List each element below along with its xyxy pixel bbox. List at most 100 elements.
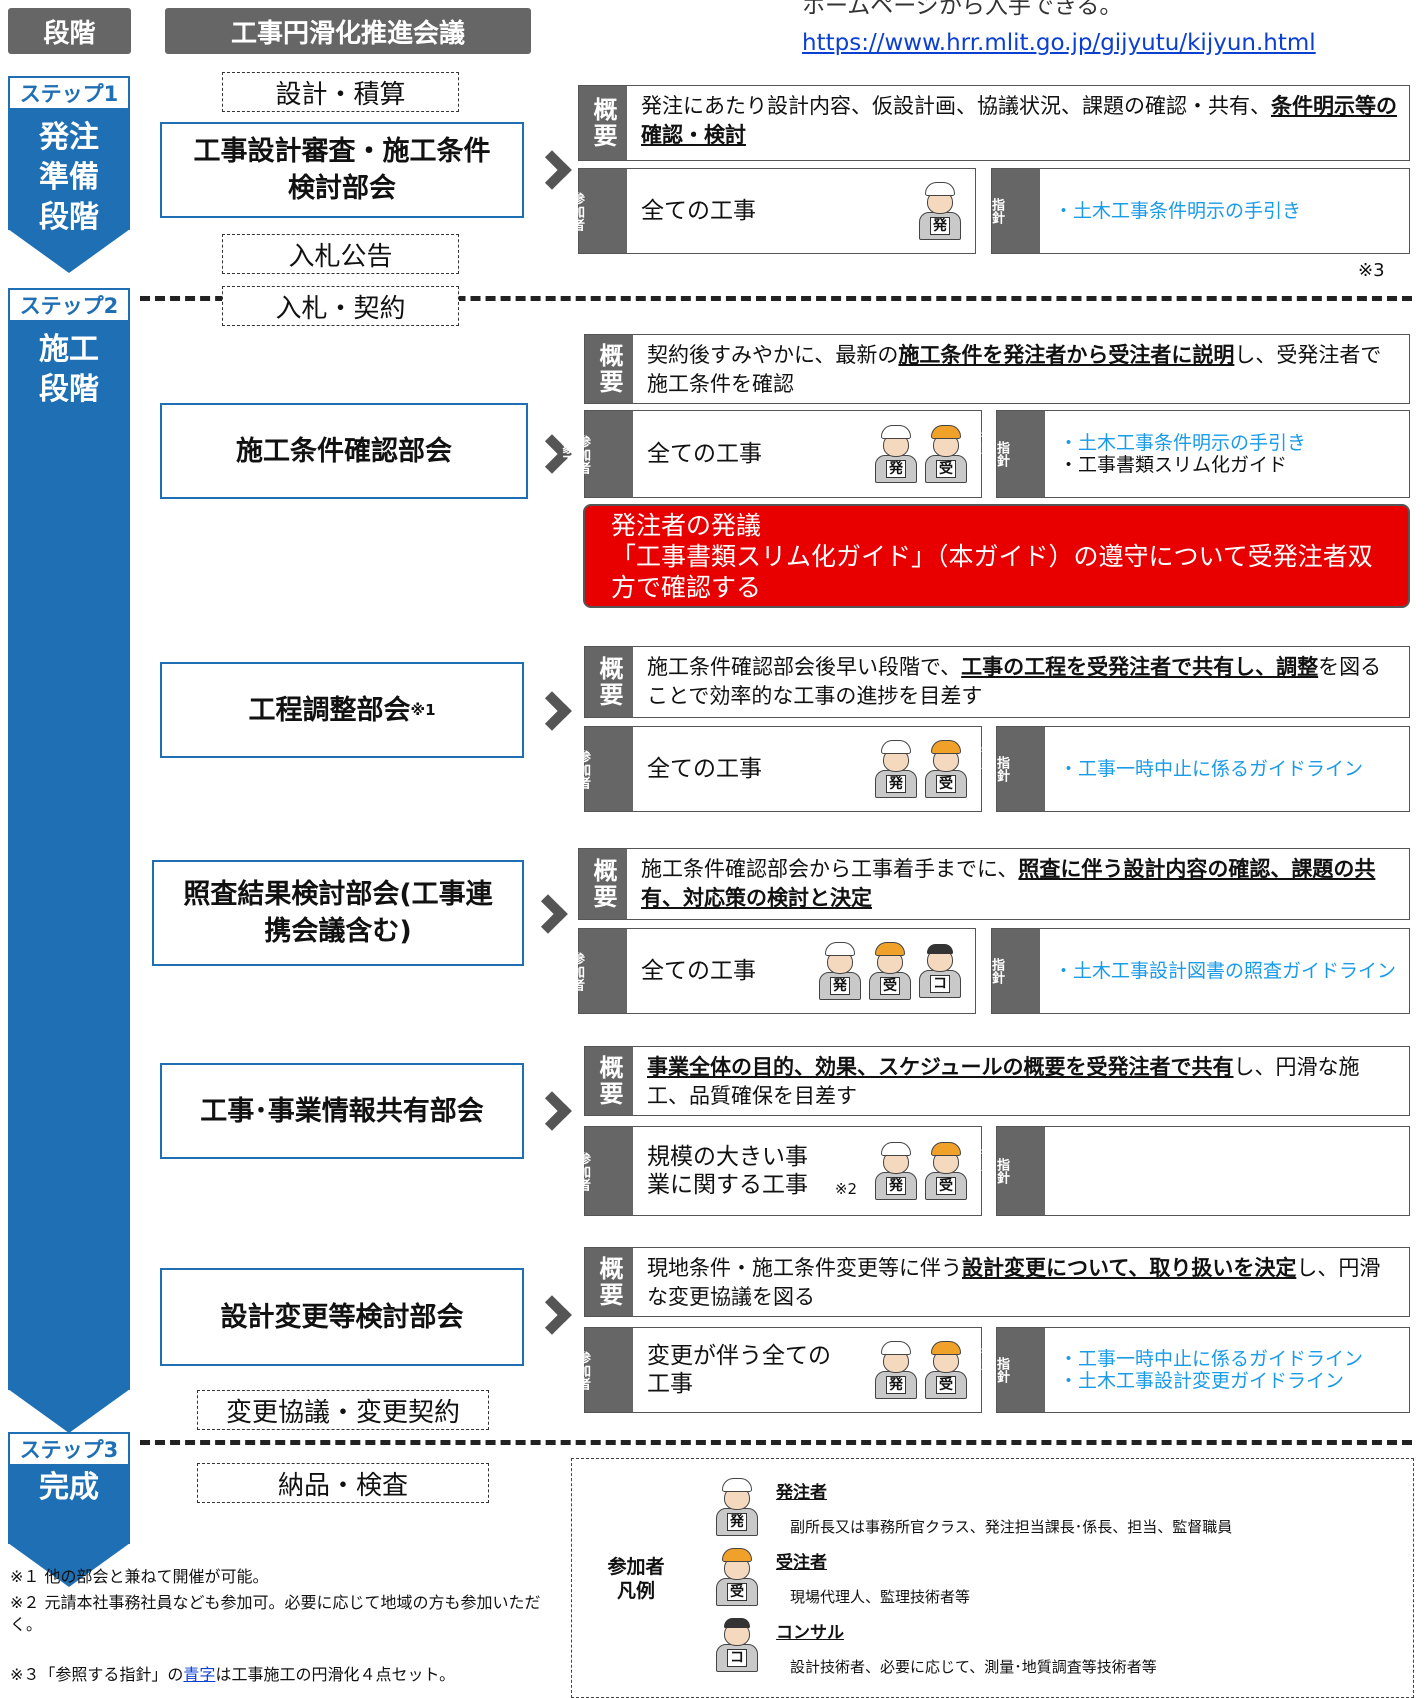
- step2-divider: [140, 296, 1412, 301]
- step3-phase: 完成: [39, 1470, 99, 1505]
- reference-url-link[interactable]: https://www.hrr.mlit.go.jp/gijyutu/kijyu…: [802, 30, 1316, 56]
- summary-tag: 概要: [579, 849, 627, 919]
- body-icon: 受: [869, 972, 911, 1000]
- orderer-proposal-alert: 発注者の発議 「工事書類スリム化ガイド」（本ガイド）の遵守について受発注者双方で…: [583, 504, 1410, 608]
- reference-tag-cols: 参照する指針: [978, 1145, 1064, 1197]
- reference-box: 参照する指針・工事一時中止に係るガイドライン: [978, 726, 1410, 812]
- participants-tag-word: 参加者: [575, 749, 590, 789]
- reference-tag: 参照する指針: [978, 1127, 1045, 1215]
- body-icon: コ: [919, 970, 961, 998]
- participants-tag-cols: 対象工事参加者: [553, 185, 653, 237]
- reference-list: ・土木工事条件明示の手引き・工事書類スリム化ガイド: [1059, 411, 1399, 497]
- reference-list: ・工事一時中止に係るガイドライン: [1059, 727, 1399, 811]
- step1-phase-text: 発注準備段階: [39, 120, 99, 235]
- participants-tag-word: 対象工事: [553, 185, 568, 237]
- summary-tag: 概要: [585, 335, 633, 403]
- orderer-avatar-icon: 発: [875, 425, 917, 483]
- target-works-text: 全ての工事: [647, 756, 762, 782]
- step1-phase: 発注準備段階: [8, 118, 130, 238]
- badge-contractor: 受: [936, 1376, 956, 1394]
- bureau-design-review-label: 工事設計審査・施工条件検討部会: [193, 136, 491, 204]
- orange-helmet-icon: [722, 1548, 752, 1562]
- white-helmet-icon: [881, 740, 911, 754]
- footnote-3-post: は工事施工の円滑化４点セット。: [215, 1665, 456, 1684]
- participants-tag-word: 参加者: [575, 1151, 590, 1191]
- legend-item-desc: 副所長又は事務所官クラス、発注担当課長･係長、担当、監督職員: [790, 1518, 1233, 1536]
- badge-contractor: 受: [936, 1177, 956, 1195]
- reference-tag-word: 指針: [989, 198, 1004, 224]
- badge-orderer: 発: [886, 460, 906, 478]
- participants-tag-word: 参加者: [569, 951, 584, 991]
- legend-item-title: コンサル: [776, 1623, 844, 1643]
- orange-helmet-icon: [931, 1142, 961, 1156]
- summary-after: し、円滑な施工、品質確保を目差す: [647, 1055, 1360, 1108]
- badge-orderer: 発: [727, 1513, 747, 1531]
- summary-tag-label: 概要: [595, 656, 623, 708]
- reference-link[interactable]: ・土木工事条件明示の手引き: [1054, 200, 1302, 222]
- bureau-process-adjustment-label: 工程調整部会: [248, 694, 411, 726]
- body-icon: 発: [875, 1371, 917, 1399]
- step2-tag: ステップ2: [8, 288, 130, 322]
- reference-link[interactable]: ・工事一時中止に係るガイドライン: [1059, 758, 1364, 780]
- white-helmet-icon: [881, 425, 911, 439]
- council-header: 工事円滑化推進会議: [165, 8, 531, 54]
- target-works: 規模の大きい事業に関する工事※2: [647, 1127, 857, 1215]
- body-icon: 受: [925, 455, 967, 483]
- reference-tag: 参照する指針: [973, 929, 1040, 1013]
- badge-contractor: 受: [936, 460, 956, 478]
- reference-link[interactable]: ・土木工事設計変更ガイドライン: [1059, 1370, 1345, 1392]
- badge-orderer: 発: [886, 775, 906, 793]
- summary-box: 概要発注にあたり設計内容、仮設計画、協議状況、課題の確認・共有、条件明示等の確認…: [578, 85, 1410, 161]
- reference-tag-cols: 参照する指針: [978, 1344, 1064, 1396]
- summary-box: 概要施工条件確認部会後早い段階で、工事の工程を受発注者で共有し、調整を図ることで…: [584, 646, 1410, 718]
- contractor-avatar-icon: 受: [925, 740, 967, 798]
- contractor-avatar-icon: 受: [925, 1142, 967, 1200]
- milestone-design: 設計・積算: [222, 72, 459, 112]
- reference-link[interactable]: ・土木工事条件明示の手引き: [1059, 432, 1307, 454]
- participants-tag-word: 対象工事: [553, 945, 568, 997]
- reference-box: 参照する指針・工事一時中止に係るガイドライン・土木工事設計変更ガイドライン: [978, 1327, 1410, 1413]
- participants-tag-word: 対象工事: [559, 1344, 574, 1396]
- top-note: ホームページから入手できる。: [802, 0, 1123, 19]
- badge-orderer: 発: [830, 977, 850, 995]
- alert-line2: 「工事書類スリム化ガイド」（本ガイド）の遵守について受発注者双方で確認する: [611, 542, 1373, 602]
- participant-avatars: 発受: [871, 411, 971, 497]
- participants-tag: 対象工事参加者: [559, 1127, 633, 1215]
- summary-text: 現地条件・施工条件変更等に伴う設計変更について、取り扱いを決定し、円滑な変更協議…: [647, 1254, 1397, 1312]
- reference-link[interactable]: ・工事一時中止に係るガイドライン: [1059, 1348, 1364, 1370]
- summary-box: 概要現地条件・施工条件変更等に伴う設計変更について、取り扱いを決定し、円滑な変更…: [584, 1247, 1410, 1317]
- reference-tag-word: 参照する: [978, 1344, 993, 1396]
- white-helmet-icon: [925, 182, 955, 196]
- reference-list: ・土木工事条件明示の手引き: [1054, 169, 1399, 253]
- summary-tag: 概要: [585, 1047, 633, 1115]
- target-works-text: 変更が伴う全ての工事: [647, 1343, 831, 1397]
- bureau-construction-conditions: 施工条件確認部会: [160, 403, 528, 499]
- summary-tag-text: 概要: [579, 343, 639, 395]
- note-3-marker: ※3: [1358, 260, 1385, 281]
- participants-tag-word: 参加者: [569, 191, 584, 231]
- hair-icon: [724, 1618, 750, 1628]
- legend-item-desc: 設計技術者、必要に応じて、測量･地質調査等技術者等: [790, 1658, 1157, 1676]
- body-icon: 発: [875, 1172, 917, 1200]
- reference-list: ・土木工事設計図書の照査ガイドライン: [1054, 929, 1399, 1013]
- summary-text: 事業全体の目的、効果、スケジュールの概要を受発注者で共有し、円滑な施工、品質確保…: [647, 1053, 1397, 1111]
- contractor-avatar-icon: 受: [925, 425, 967, 483]
- reference-tag-cols: 参照する指針: [973, 945, 1059, 997]
- summary-emphasis: 施工条件を発注者から受注者に説明: [898, 343, 1235, 367]
- reference-tag: 参照する指針: [978, 1328, 1045, 1412]
- contractor-avatar-icon: 受: [869, 942, 911, 1000]
- reference-tag-word: 指針: [994, 756, 1009, 782]
- summary-plain: 契約後すみやかに、最新の: [647, 343, 899, 367]
- bureau-check-results-label: 照査結果検討部会(工事連携会議含む): [183, 879, 493, 947]
- badge-contractor: 受: [880, 977, 900, 995]
- target-works-text: 全ての工事: [641, 958, 756, 984]
- chevron-right-icon: [532, 1295, 572, 1335]
- bureau-check-results: 照査結果検討部会(工事連携会議含む): [152, 860, 524, 966]
- milestone-bid-contract: 入札・契約: [222, 286, 459, 326]
- chevron-right-icon: [532, 1091, 572, 1131]
- participants-tag: 対象工事参加者: [553, 169, 627, 253]
- reference-link[interactable]: ・土木工事設計図書の照査ガイドライン: [1054, 960, 1397, 982]
- participants-tag: 対象工事参加者: [559, 1328, 633, 1412]
- reference-item: ・工事書類スリム化ガイド: [1059, 454, 1288, 476]
- step2-arrow: [8, 302, 130, 1390]
